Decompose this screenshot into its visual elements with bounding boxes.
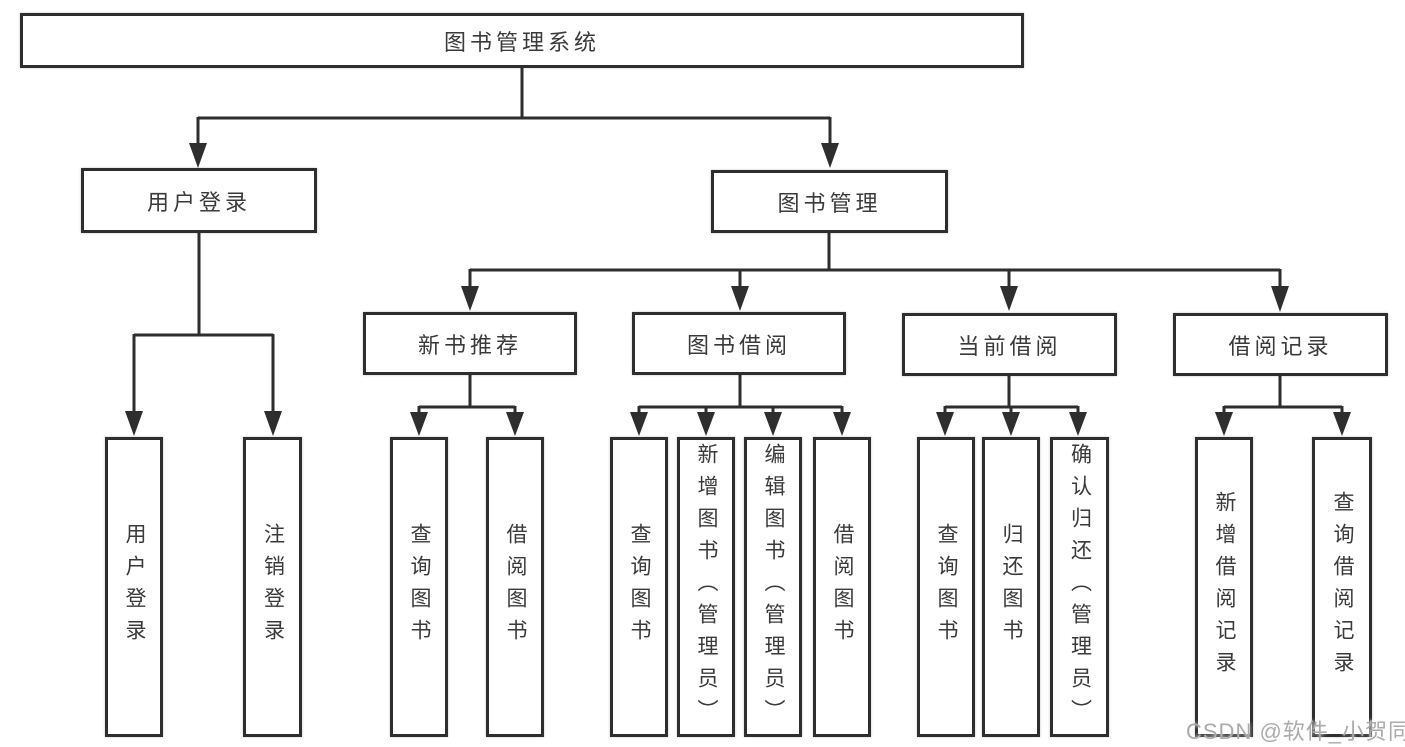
- leaf-confirm-return-admin: 确认归还（管理员）: [1050, 437, 1109, 737]
- leaf-return-books: 归还图书: [982, 437, 1040, 737]
- csdn-watermark: CSDN @软件_小贺同学: [1186, 719, 1405, 744]
- leaf-borrow-books-recommend: 借阅图书: [486, 437, 544, 737]
- leaf-add-book-admin: 新增图书（管理员）: [677, 437, 735, 737]
- node-book-management: 图书管理: [711, 170, 948, 233]
- node-book-borrowing: 图书借阅: [632, 312, 846, 375]
- leaf-query-books-recommend: 查询图书: [390, 437, 448, 737]
- leaf-user-login: 用户登录: [105, 437, 163, 737]
- leaf-query-books-current: 查询图书: [917, 437, 975, 737]
- leaf-query-books-borrowing: 查询图书: [610, 437, 668, 737]
- leaf-query-borrow-record: 查询借阅记录: [1312, 437, 1372, 737]
- node-new-book-recommendation: 新书推荐: [363, 312, 577, 375]
- leaf-edit-book-admin: 编辑图书（管理员）: [744, 437, 802, 737]
- node-user-login-group: 用户登录: [81, 168, 317, 233]
- node-borrowing-records: 借阅记录: [1173, 313, 1388, 376]
- node-root-library-management-system: 图书管理系统: [20, 13, 1024, 68]
- leaf-add-borrow-record: 新增借阅记录: [1195, 437, 1253, 737]
- leaf-borrow-books-borrowing: 借阅图书: [813, 437, 871, 737]
- node-current-borrowing: 当前借阅: [902, 313, 1117, 376]
- leaf-logout-login: 注销登录: [243, 437, 302, 737]
